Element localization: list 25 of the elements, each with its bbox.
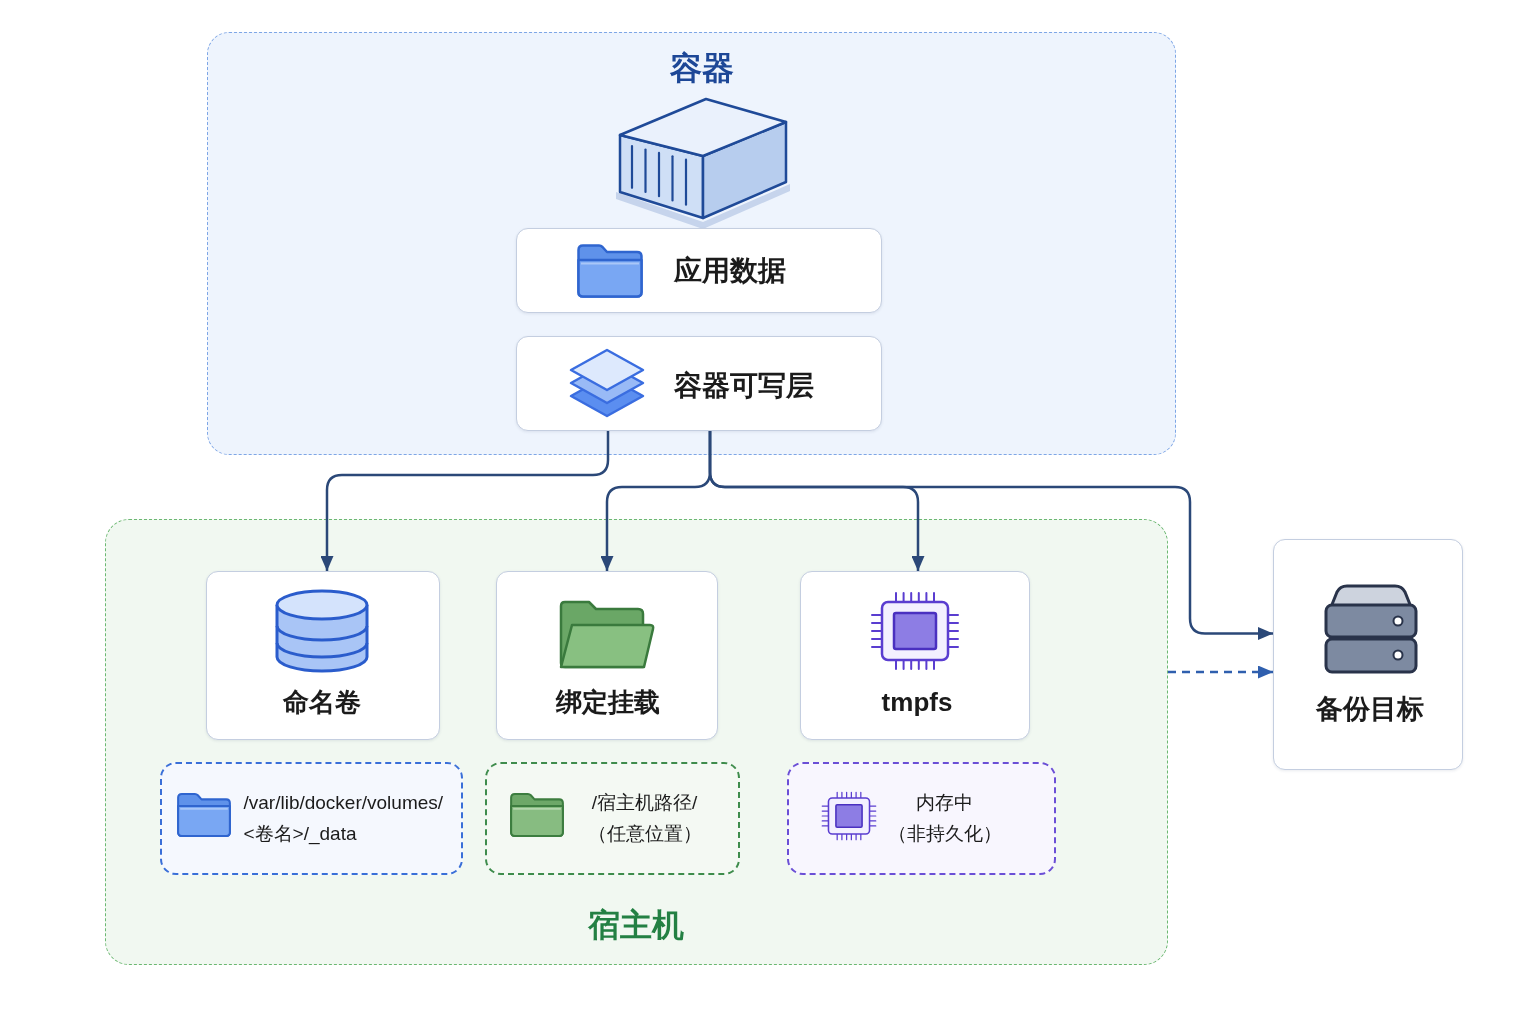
group-heading: 宿主机 <box>587 905 684 945</box>
dashed-card <box>159 761 463 875</box>
dashed-arrow <box>1168 665 1273 679</box>
card <box>1273 539 1463 770</box>
card <box>799 570 1030 740</box>
item-label: 应用数据 <box>674 253 786 288</box>
group-panel <box>105 519 1168 965</box>
card <box>515 227 882 313</box>
note-text: 内存中（非持久化） <box>886 791 1003 846</box>
dashed-card <box>484 761 740 875</box>
arrow <box>320 431 610 571</box>
path-text: /var/lib/docker/volumes/ <卷名>/_data <box>243 791 445 847</box>
arrow <box>708 431 1273 640</box>
group-panel <box>207 32 1176 455</box>
item-label: 容器可写层 <box>674 368 814 403</box>
card <box>515 335 882 431</box>
item-label: 命名卷 <box>283 685 361 719</box>
card <box>205 570 440 740</box>
dashed-card <box>786 761 1056 875</box>
item-label: tmpfs <box>881 685 953 719</box>
path-text: /宿主机路径/（任意位置） <box>586 791 703 846</box>
group-heading: 容器 <box>669 48 734 88</box>
item-label: 绑定挂载 <box>556 685 660 719</box>
item-label: 备份目标 <box>1315 692 1424 726</box>
card <box>495 570 718 740</box>
